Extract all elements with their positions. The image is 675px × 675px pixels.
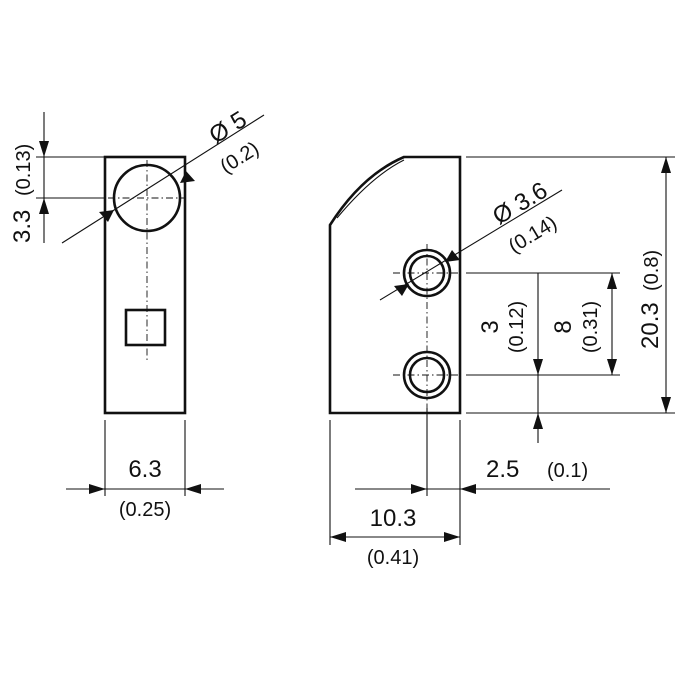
right-part-outline [328,155,462,415]
right-height-arrow-top [661,157,671,173]
right-hole-height-arrow-bottom [607,359,617,375]
right-spacing-arrow-bottom [533,413,543,429]
left-width-label: 6.3 [128,456,161,483]
right-hole-height-label: 8 [550,320,577,333]
right-diameter-arrow-upper [445,250,460,262]
right-chamfer-edge [336,159,405,219]
right-width-inch-label: (0.41) [367,547,419,569]
left-hole-offset-label: 3.3 [9,210,36,243]
right-height-arrow-bottom [661,397,671,413]
right-width-label: 10.3 [370,505,417,532]
left-view [36,112,265,496]
right-diameter-arrow-lower [394,284,409,296]
right-width-arrow-left [330,532,346,542]
left-diameter-arrow-lower [99,210,114,222]
left-diameter-arrow-upper [180,171,195,183]
right-hole-height-arrow-top [607,273,617,289]
right-height-label: 20.3 [637,302,664,349]
left-square-cutout [124,308,167,347]
left-width-arrow-right [185,484,201,494]
left-offset-arrow-bottom [39,198,49,214]
right-spacing-arrow-top [533,359,543,375]
left-width-inch-label: (0.25) [119,499,171,521]
left-diameter-leader [61,114,265,244]
right-height-inch-label: (0.8) [641,250,663,291]
right-width-arrow-right [444,532,460,542]
right-edge-offset-arrow-right [460,484,476,494]
right-diameter-leader [379,189,563,301]
left-width-arrow-left [89,484,105,494]
right-edge-offset-arrow-left [411,484,427,494]
right-view [328,155,675,545]
left-offset-arrow-top [39,141,49,157]
right-edge-offset-label: 2.5 [486,456,519,483]
right-hole-height-inch-label: (0.31) [580,301,602,353]
right-hole-spacing-inch-label: (0.12) [506,301,528,353]
right-hole-spacing-label: 3 [477,320,504,333]
right-edge-offset-inch-label: (0.1) [547,460,588,482]
left-hole-offset-inch-label: (0.13) [13,144,35,196]
